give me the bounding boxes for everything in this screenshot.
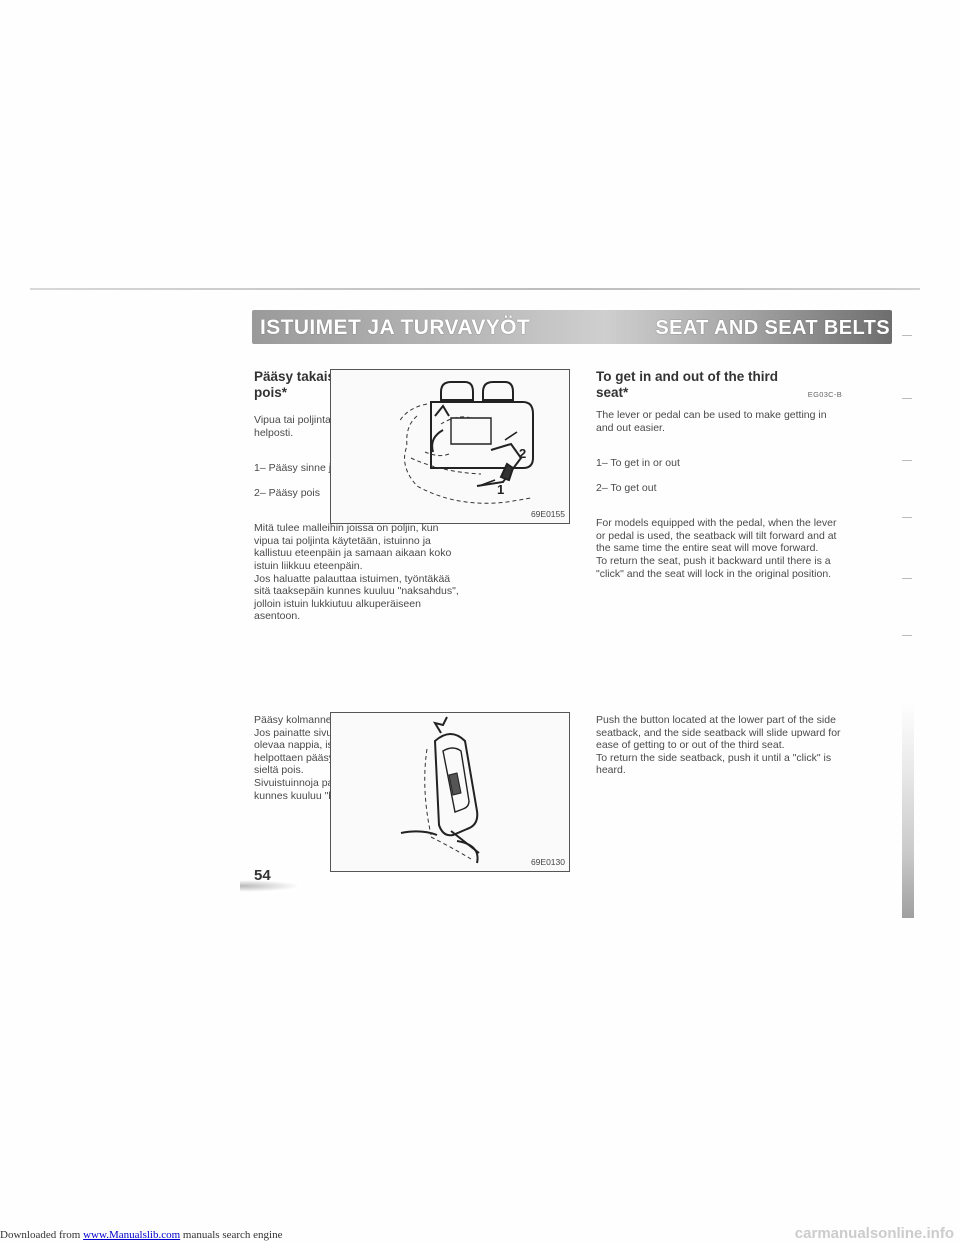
english-item-1: 1– To get in or out (596, 456, 680, 469)
figure-side-seatback: 69E0130 (330, 712, 570, 872)
english-heading-line-2: seat* (596, 385, 629, 400)
banner-title-english: SEAT AND SEAT BELTS (655, 317, 890, 339)
english-description: For models equipped with the pedal, when… (596, 517, 837, 580)
finnish-item-2: 2– Pääsy pois (254, 486, 320, 499)
english-heading-row: seat* EG03C-B (596, 385, 842, 403)
english-third-seat-text: Push the button located at the lower par… (596, 714, 841, 777)
margin-tick (902, 398, 912, 399)
footer-suffix: manuals search engine (180, 1229, 283, 1241)
english-item-2: 2– To get out (596, 481, 657, 494)
english-heading-line-1: To get in and out of the third (596, 369, 778, 384)
finnish-description: Mitä tulee malleihin joissa on poljin, k… (254, 522, 459, 623)
margin-tick (902, 635, 912, 636)
margin-tick (902, 578, 912, 579)
english-section-2: Push the button located at the lower par… (596, 714, 842, 787)
banner-title-finnish: ISTUIMET JA TURVAVYÖT (260, 316, 531, 339)
english-heading: To get in and out of the third seat* EG0… (596, 369, 842, 403)
english-intro: The lever or pedal can be used to make g… (596, 409, 827, 434)
section-banner (252, 310, 892, 344)
page-edge-shadow (902, 700, 914, 918)
figure-code: 69E0155 (530, 509, 565, 519)
margin-tick (902, 335, 912, 336)
download-footer: Downloaded from www.Manualslib.com manua… (0, 1228, 960, 1242)
margin-tick (902, 517, 912, 518)
english-section-code: EG03C-B (807, 390, 842, 399)
scan-rule (30, 288, 920, 290)
footer-prefix: Downloaded from (0, 1229, 84, 1241)
margin-tick (902, 460, 912, 461)
manualslib-link[interactable]: www.Manualslib.com (83, 1229, 181, 1241)
figure-callout-1: 1 (497, 482, 504, 497)
figure-code: 69E0130 (530, 857, 565, 867)
side-seatback-illustration (331, 713, 569, 871)
english-section-1: To get in and out of the third seat* EG0… (596, 369, 842, 590)
figure-callout-2: 2 (519, 446, 526, 461)
page-number: 54 (254, 867, 271, 884)
english-item-list: 1– To get in or out 2– To get out (596, 444, 842, 507)
scan-smudge (240, 880, 300, 892)
watermark-text: carmanualsonline.info (794, 1225, 954, 1242)
seat-lever-illustration: 1 2 (331, 370, 569, 523)
figure-seat-lever: 1 2 69E0155 (330, 369, 570, 524)
